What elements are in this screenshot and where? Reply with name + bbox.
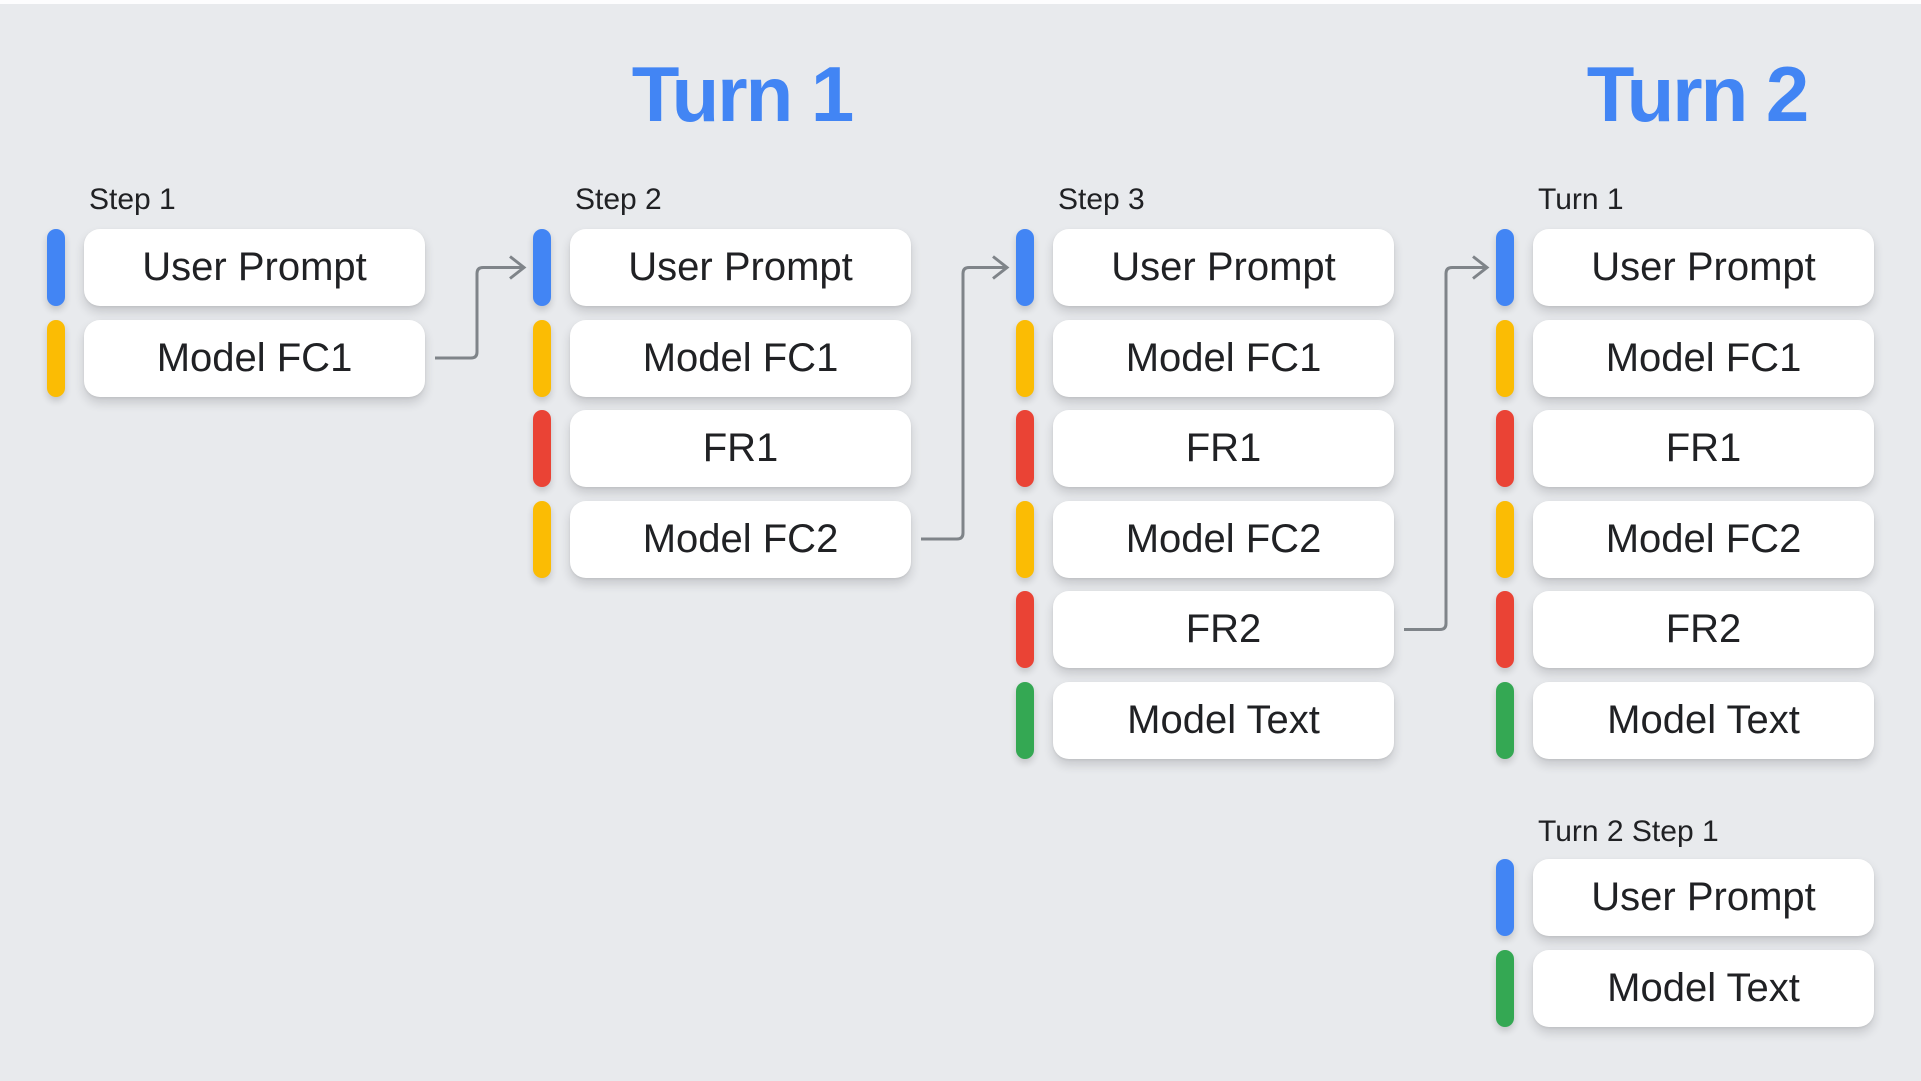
arrow-step2-to-step3 (921, 266, 1006, 541)
block-model-fc: Model FC2 (1053, 500, 1394, 578)
column-label-step-2: Step 2 (575, 183, 662, 216)
arrow-step3-to-turn1-head (1472, 255, 1490, 280)
model-fc-bar (1016, 319, 1034, 397)
model-fc-bar (47, 319, 65, 397)
user-prompt-bar (1496, 229, 1514, 306)
block-model-fc: Model FC1 (570, 319, 911, 397)
block-user-prompt: User Prompt (570, 229, 911, 306)
model-fc-bar (533, 319, 551, 397)
block-model-text: Model Text (1053, 681, 1394, 759)
block-model-fc: Model FC2 (1533, 500, 1874, 578)
block-user-prompt: User Prompt (84, 229, 425, 306)
turn-1-title: Turn 1 (631, 50, 855, 138)
model-text-bar (1496, 949, 1514, 1027)
block-model-fc: Model FC1 (1533, 319, 1874, 397)
column-label-turn-2-step-1: Turn 2 Step 1 (1538, 815, 1719, 848)
function-response-bar (533, 410, 551, 487)
function-response-bar (1016, 591, 1034, 668)
arrow-step2-to-step3-head (992, 255, 1010, 280)
arrow-step1-to-step2 (435, 266, 523, 360)
column-label-turn-1: Turn 1 (1538, 183, 1624, 216)
model-fc-bar (533, 500, 551, 578)
function-response-bar (1496, 410, 1514, 487)
block-model-text: Model Text (1533, 681, 1874, 759)
block-model-fc: Model FC1 (1053, 319, 1394, 397)
arrow-step3-to-turn1 (1404, 266, 1486, 631)
block-function-response: FR2 (1533, 591, 1874, 668)
block-user-prompt: User Prompt (1053, 229, 1394, 306)
model-fc-bar (1496, 319, 1514, 397)
arrow-step1-to-step2-head (509, 255, 527, 280)
user-prompt-bar (1016, 229, 1034, 306)
user-prompt-bar (47, 229, 65, 306)
model-fc-bar (1016, 500, 1034, 578)
block-function-response: FR1 (1053, 410, 1394, 487)
column-label-step-3: Step 3 (1058, 183, 1145, 216)
user-prompt-bar (1496, 859, 1514, 936)
user-prompt-bar (533, 229, 551, 306)
block-user-prompt: User Prompt (1533, 859, 1874, 936)
top-edge-highlight (0, 0, 1921, 4)
block-function-response: FR1 (1533, 410, 1874, 487)
turn-2-title: Turn 2 (1586, 50, 1810, 138)
block-function-response: FR2 (1053, 591, 1394, 668)
block-model-fc: Model FC2 (570, 500, 911, 578)
model-text-bar (1016, 681, 1034, 759)
function-response-bar (1016, 410, 1034, 487)
model-fc-bar (1496, 500, 1514, 578)
model-text-bar (1496, 681, 1514, 759)
block-function-response: FR1 (570, 410, 911, 487)
function-response-bar (1496, 591, 1514, 668)
block-user-prompt: User Prompt (1533, 229, 1874, 306)
column-label-step-1: Step 1 (89, 183, 176, 216)
block-model-fc: Model FC1 (84, 319, 425, 397)
block-model-text: Model Text (1533, 949, 1874, 1027)
